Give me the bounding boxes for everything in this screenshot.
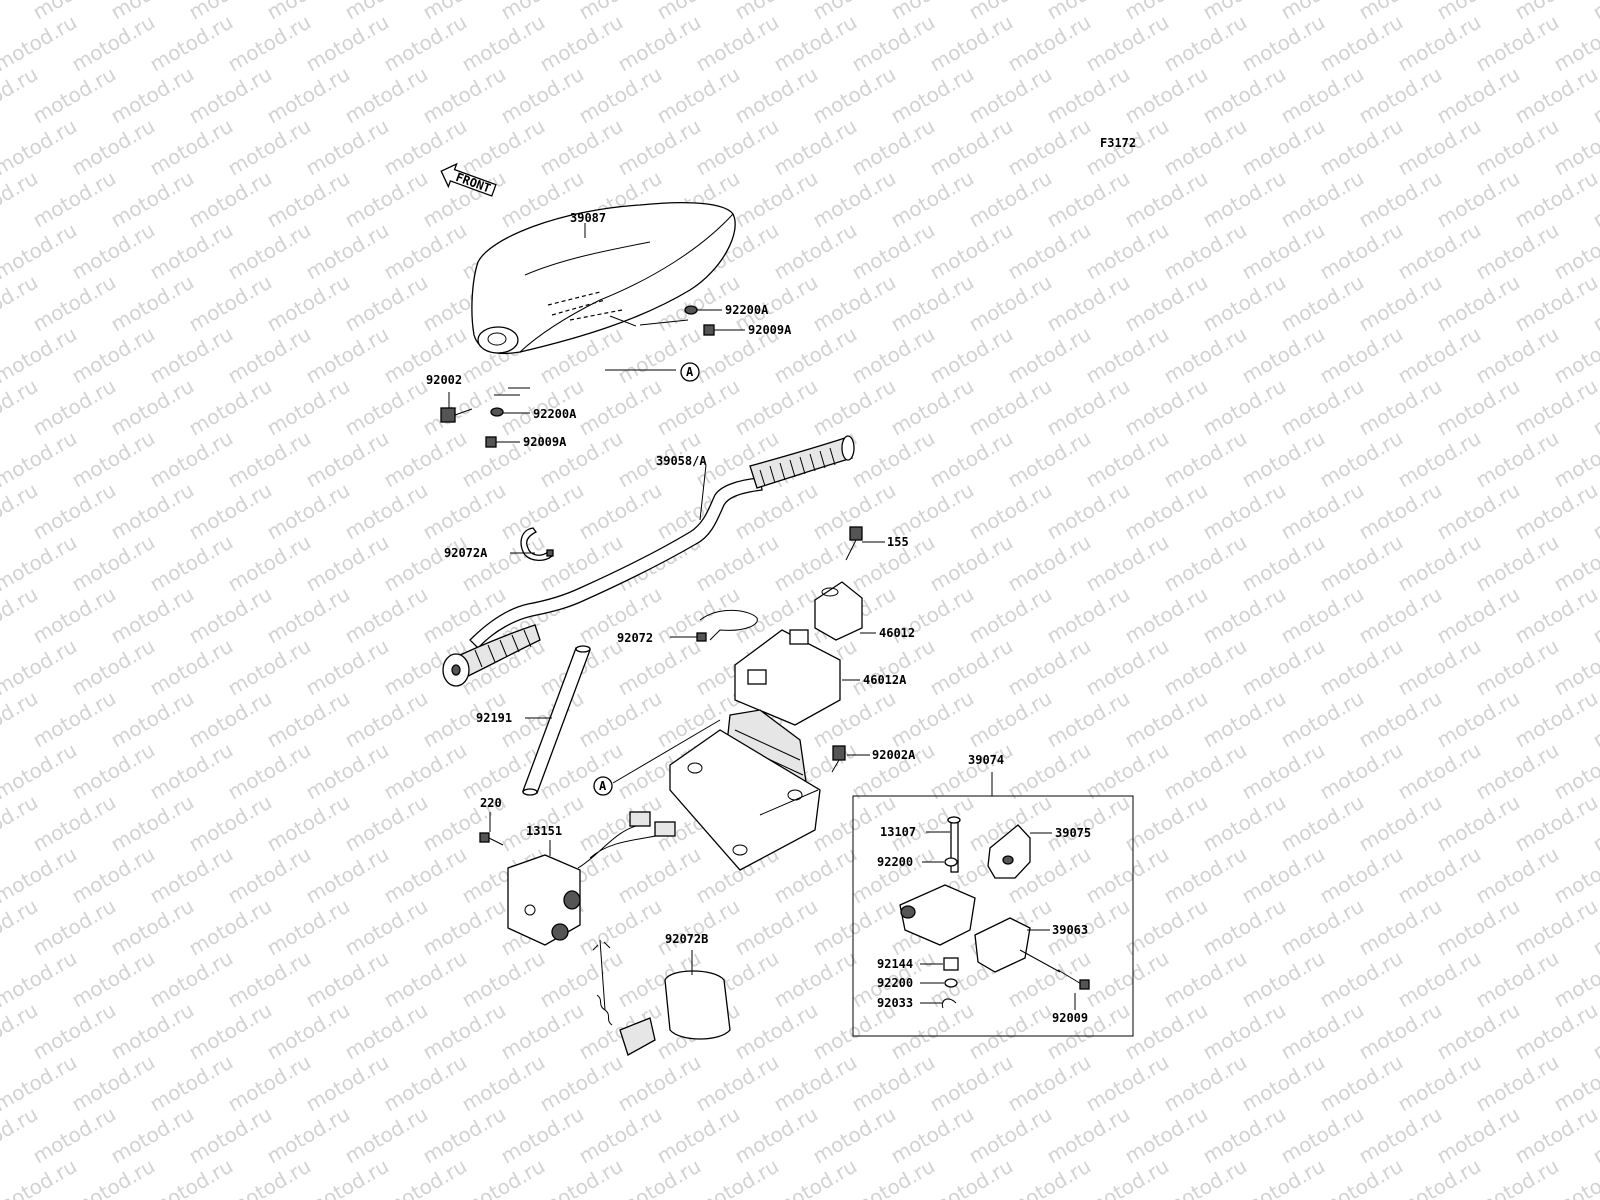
label-155: 155 xyxy=(887,535,909,549)
label-92002: 92002 xyxy=(426,373,462,387)
label-39075: 39075 xyxy=(1055,826,1091,840)
part-band-92072b[interactable] xyxy=(592,939,731,1056)
part-screw-92009a-upper[interactable] xyxy=(703,324,722,336)
label-92200-lower: 92200 xyxy=(877,976,913,990)
label-39058a: 39058/A xyxy=(656,454,707,468)
part-screw-92009[interactable] xyxy=(1057,969,1090,990)
label-92002a: 92002A xyxy=(872,748,916,762)
leader-39058a xyxy=(699,464,707,521)
label-39087: 39087 xyxy=(570,211,606,225)
part-band-92072a[interactable] xyxy=(520,527,554,562)
label-92200a-lower: 92200A xyxy=(533,407,577,421)
label-220: 220 xyxy=(480,796,502,810)
part-washer-92200a-lower[interactable] xyxy=(490,407,504,417)
ref-line-cover-lower xyxy=(494,387,530,396)
label-92072a: 92072A xyxy=(444,546,488,560)
part-bolt-220[interactable] xyxy=(479,832,504,846)
part-cover-39063[interactable] xyxy=(974,917,1031,973)
label-13107: 13107 xyxy=(880,825,916,839)
part-washer-92200-upper[interactable] xyxy=(944,857,958,867)
label-92033: 92033 xyxy=(877,996,913,1010)
label-39074: 39074 xyxy=(968,753,1004,767)
label-92072: 92072 xyxy=(617,631,653,645)
part-lever-housing[interactable] xyxy=(899,884,976,946)
ref-line-a-upper xyxy=(609,315,689,327)
label-46012: 46012 xyxy=(879,626,915,640)
label-92009a-lower: 92009A xyxy=(523,435,567,449)
part-tube-92191[interactable] xyxy=(522,645,591,796)
part-washer-92200-lower[interactable] xyxy=(944,978,958,988)
svg-text:A: A xyxy=(686,365,694,379)
part-spring-92144[interactable] xyxy=(943,957,959,971)
part-switch-13151[interactable] xyxy=(507,811,676,946)
label-92200-upper: 92200 xyxy=(877,855,913,869)
ref-line-a-lower-2 xyxy=(612,719,819,816)
ref-marker-a-upper: A xyxy=(680,362,700,382)
label-13151: 13151 xyxy=(526,824,562,838)
part-clip-92033[interactable] xyxy=(941,998,957,1009)
figure-code: F3172 xyxy=(1100,136,1136,150)
part-screw-92009a-lower[interactable] xyxy=(485,436,497,448)
label-46012a: 46012A xyxy=(863,673,907,687)
label-92191: 92191 xyxy=(476,711,512,725)
label-92144: 92144 xyxy=(877,957,913,971)
assembly-39074-frame xyxy=(852,795,1134,1037)
label-92009a-upper: 92009A xyxy=(748,323,792,337)
part-handlebar-cover[interactable] xyxy=(471,202,736,355)
part-pin-13107[interactable] xyxy=(947,816,961,873)
part-clamp-46012[interactable] xyxy=(814,581,863,641)
part-washer-92200a-upper[interactable] xyxy=(684,305,698,315)
part-handlebar-holder[interactable] xyxy=(669,629,841,871)
part-band-92072[interactable] xyxy=(696,609,758,642)
part-lever-39075[interactable] xyxy=(987,824,1031,879)
label-92200a-upper: 92200A xyxy=(725,303,769,317)
leader-92009 xyxy=(1019,949,1076,1010)
label-39063: 39063 xyxy=(1052,923,1088,937)
part-bolt-92002a[interactable] xyxy=(831,745,846,773)
part-handlebar[interactable] xyxy=(442,435,855,687)
svg-text:A: A xyxy=(599,779,607,793)
part-bolt-155[interactable] xyxy=(845,526,863,561)
label-92072b: 92072B xyxy=(665,932,708,946)
part-bolt-92002[interactable] xyxy=(440,407,473,423)
front-arrow-icon: FRONT xyxy=(440,162,497,197)
front-arrow-label: FRONT xyxy=(454,170,493,196)
label-92009: 92009 xyxy=(1052,1011,1088,1025)
ref-marker-a-lower: A xyxy=(593,776,613,796)
